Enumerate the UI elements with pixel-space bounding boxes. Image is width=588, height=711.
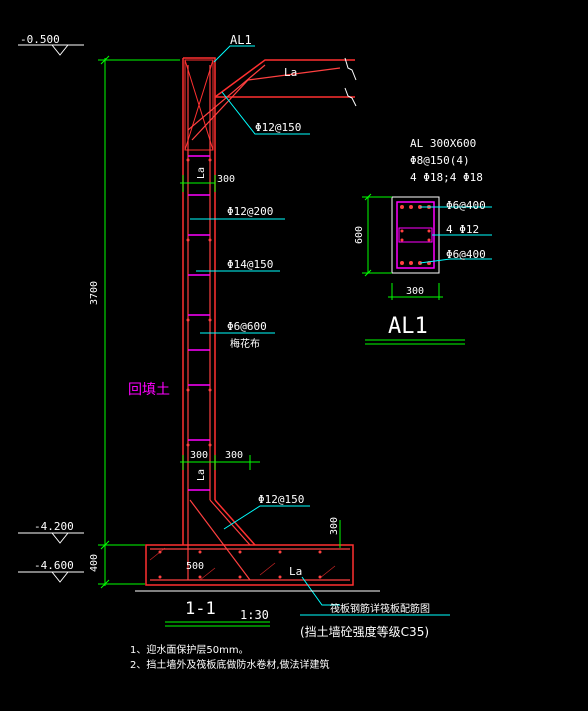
beam-side-mid: 4 Φ12 — [446, 223, 479, 236]
dim-slab-thickness: 400 — [89, 554, 100, 572]
beam-height: 600 — [354, 226, 365, 244]
dim-toe-right: 300 — [225, 450, 243, 461]
backfill-label: 回填土 — [128, 382, 170, 398]
base-hatch — [149, 547, 336, 581]
concrete-grade: (挡土墙砼强度等级C35) — [300, 624, 429, 639]
dim-wall-height: 3700 — [89, 281, 100, 305]
beam-title: AL 300X600 — [410, 137, 476, 150]
callout-wall-outer: Φ12@200 — [227, 205, 273, 218]
beam-side-top: Φ6@400 — [446, 199, 486, 212]
slab-note: 筏板钢筋详筏板配筋图 — [330, 602, 430, 615]
vertical-dimension — [98, 55, 180, 589]
elevation-marks: -0.500 -4.200 -4.600 — [18, 33, 84, 583]
la-top: La — [284, 66, 297, 79]
callout-top-haunch: Φ12@150 — [255, 121, 301, 134]
callout-drain: 梅花布 — [230, 337, 260, 350]
break-symbol — [344, 57, 357, 107]
beam-caption: AL1 — [388, 314, 428, 339]
elevation-bottom: -4.600 — [34, 559, 74, 572]
leader-lines — [190, 45, 340, 606]
dim-heel: 300 — [329, 517, 340, 535]
section-scale: 1:30 — [240, 608, 269, 622]
dim-wall-thickness: 300 — [217, 174, 235, 185]
beam-width: 300 — [406, 286, 424, 297]
elevation-top: -0.500 — [20, 33, 60, 46]
beam-section: AL 300X600 Φ8@150(4) 4 Φ18;4 Φ18 600 300 — [354, 137, 492, 345]
wall-rebar — [150, 64, 350, 581]
note-1: 1、迎水面保护层50mm。 — [130, 643, 249, 656]
elevation-mid: -4.200 — [34, 520, 74, 533]
beam-stirrups: Φ8@150(4) — [410, 154, 470, 167]
top-beam-cross — [184, 59, 214, 151]
la-base: La — [289, 565, 302, 578]
note-2: 2、挡土墙外及筏板底做防水卷材,做法详建筑 — [130, 658, 330, 671]
beam-side-bottom: Φ6@400 — [446, 248, 486, 261]
dim-base-width: 500 — [186, 561, 204, 572]
la-lower: La — [196, 469, 207, 481]
callout-bottom-haunch: Φ12@150 — [258, 493, 304, 506]
beam-tag: AL1 — [230, 33, 252, 47]
dim-base-wall: 300 — [190, 450, 208, 461]
rebar-dots — [158, 158, 322, 579]
section-name: 1-1 — [185, 599, 216, 619]
tie-bars — [188, 155, 210, 491]
beam-main-bars: 4 Φ18;4 Φ18 — [410, 171, 483, 184]
callout-tie-bars: Φ6@600 — [227, 320, 267, 333]
wall-dimensions — [180, 175, 341, 548]
la-wall: La — [196, 167, 207, 179]
callout-wall-inner: Φ14@150 — [227, 258, 273, 271]
